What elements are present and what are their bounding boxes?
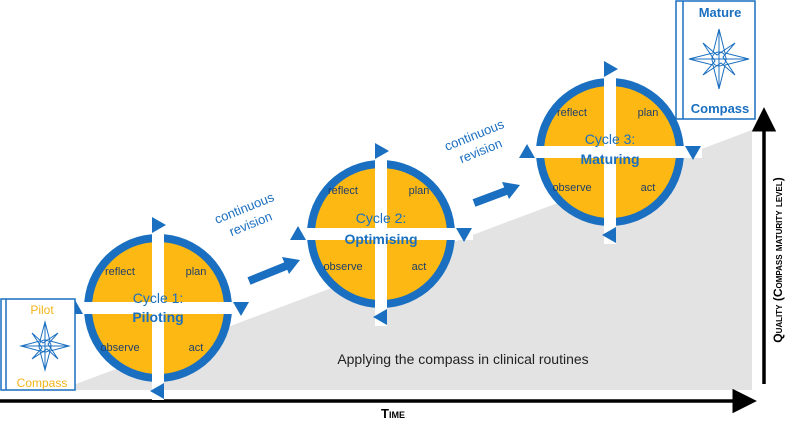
y-axis-label: Quality (Compass maturity level) <box>771 177 785 342</box>
compass-rose-icon <box>19 320 71 372</box>
revision-label-1: continuous revision <box>212 189 276 239</box>
pilot-compass-label: Compass <box>17 376 68 390</box>
cycle-1-act: act <box>189 342 204 354</box>
mature-compass-box: Mature Compass <box>675 0 756 120</box>
cycle-3-title: Cycle 3: <box>585 131 636 147</box>
cycle-3-reflect: reflect <box>557 107 587 119</box>
pilot-label: Pilot <box>30 303 54 317</box>
cycle-2-title: Cycle 2: <box>356 210 407 226</box>
cycle-2-reflect: reflect <box>328 185 358 197</box>
mature-label: Mature <box>699 5 742 20</box>
cycle-1-name: Piloting <box>132 309 183 325</box>
arrow-cycle2-to-cycle3 <box>472 182 520 207</box>
cycle-2: reflect plan observe act Cycle 2: Optimi… <box>289 142 473 326</box>
cycle-3-name: Maturing <box>580 151 639 167</box>
cycle-1-title: Cycle 1: <box>133 290 184 306</box>
cycle-3: reflect plan observe act Cycle 3: Maturi… <box>518 60 702 244</box>
revision-label-2: continuous revision <box>442 116 506 166</box>
cycle-3-act: act <box>641 182 656 194</box>
cycle-1-observe: observe <box>100 342 139 354</box>
arrow-cycle1-to-cycle2 <box>247 257 300 285</box>
cycle-1-plan: plan <box>186 266 207 278</box>
pilot-compass-box: Pilot Compass <box>0 298 76 391</box>
cycle-2-act: act <box>412 261 427 273</box>
cycle-2-name: Optimising <box>344 231 417 247</box>
cycle-1: reflect plan observe act Cycle 1: Piloti… <box>66 216 250 400</box>
mature-compass-label: Compass <box>691 101 750 116</box>
wedge-caption: Applying the compass in clinical routine… <box>337 351 588 367</box>
compass-rose-icon <box>688 28 750 90</box>
x-axis-label: Time <box>381 406 405 421</box>
cycle-2-observe: observe <box>323 261 362 273</box>
cycle-2-plan: plan <box>409 185 430 197</box>
cycle-3-plan: plan <box>638 107 659 119</box>
cycle-3-observe: observe <box>552 182 591 194</box>
cycle-1-reflect: reflect <box>105 266 135 278</box>
